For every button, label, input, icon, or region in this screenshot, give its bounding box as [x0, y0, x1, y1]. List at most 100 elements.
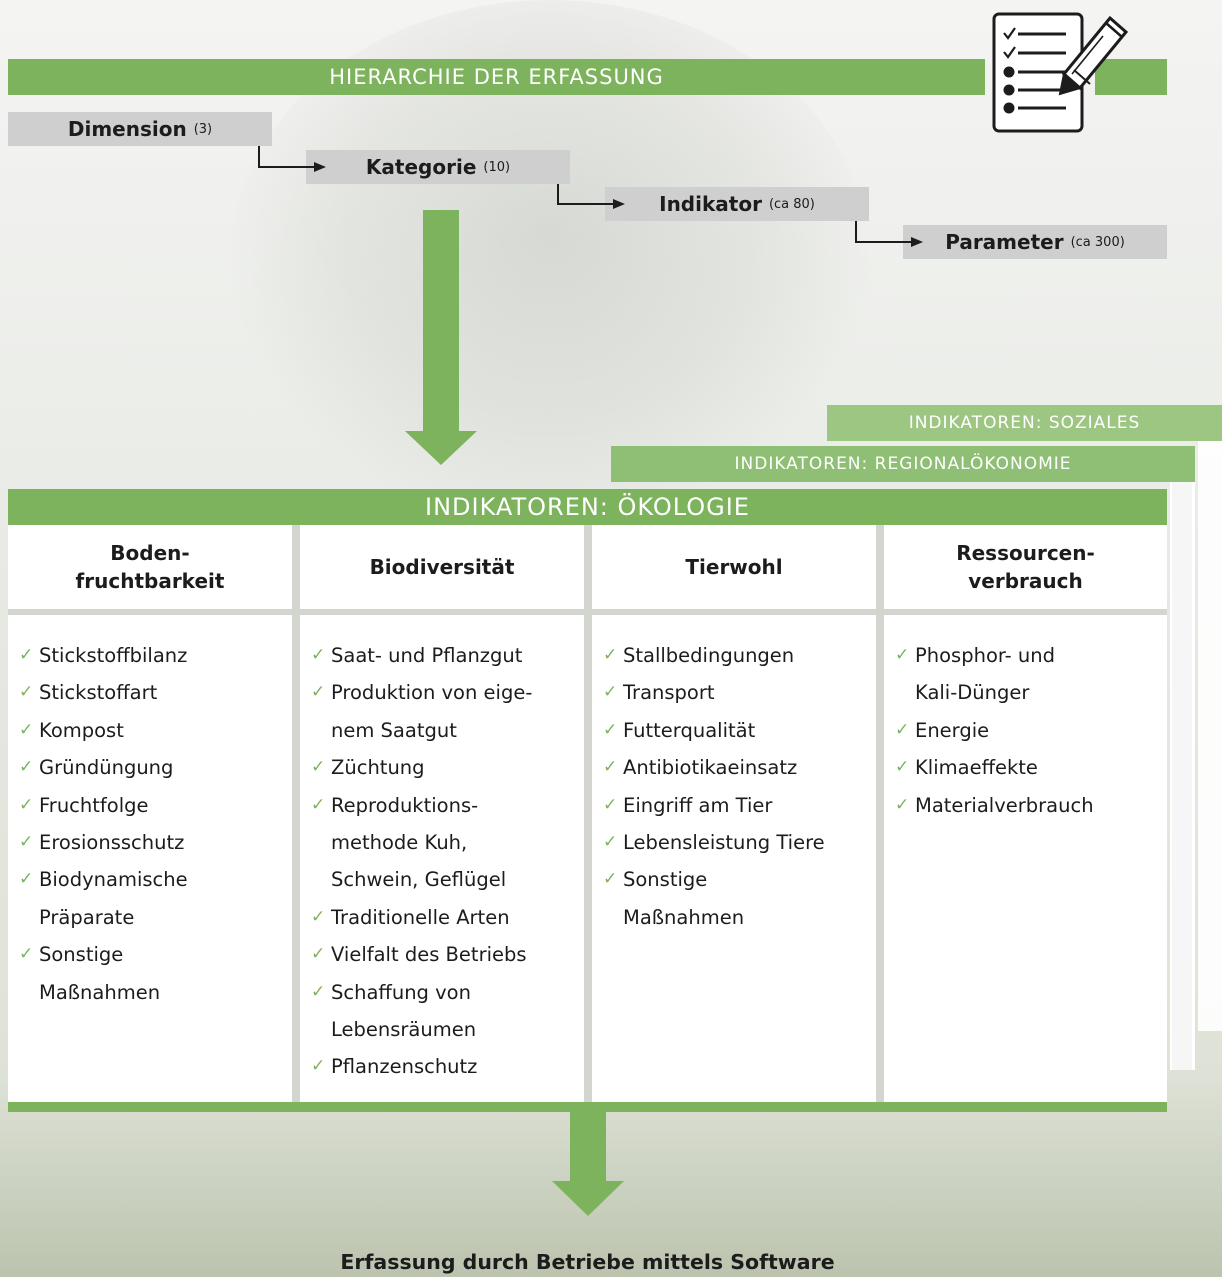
checkmark-icon: ✓ [311, 794, 326, 815]
checkmark-icon: ✓ [19, 719, 34, 740]
list-item: ✓Futterqualität [602, 712, 876, 749]
checkmark-icon: ✓ [19, 794, 34, 815]
checkmark-icon: ✓ [603, 645, 618, 665]
list-item-continuation: Präparate [39, 905, 135, 929]
column-body-tierwohl: ✓Stallbedingungen ✓Transport ✓Futterqual… [592, 615, 876, 1102]
hierarchy-level-label: Kategorie [365, 155, 477, 179]
arrowhead-indikator-icon [613, 199, 625, 209]
caption: Erfassung durch Betriebe mittels Softwar… [340, 1250, 835, 1274]
checkmark-icon: ✓ [19, 645, 34, 665]
list-item: ✓Reproduktions- [310, 787, 584, 824]
checkmark-icon: ✓ [311, 682, 326, 703]
list-item: ✓Kompost [18, 712, 292, 749]
checkmark-icon: ✓ [311, 1056, 326, 1077]
band-oekologie-label: INDIKATOREN: ÖKOLOGIE [425, 493, 750, 521]
checkmark-icon: ✓ [895, 645, 910, 665]
checkmark-icon: ✓ [603, 757, 618, 778]
list-item: ✓Antibiotikaeinsatz [602, 749, 876, 786]
column-body-biodiversitaet: ✓Saat- und Pflanzgut ✓Produktion von eig… [300, 615, 584, 1102]
list-item: ✓Eingriff am Tier [602, 787, 876, 824]
list-item: ✓Gründüngung [18, 749, 292, 786]
band-regional-label: INDIKATOREN: REGIONALÖKONOMIE [734, 454, 1072, 474]
list-item: ✓Erosionsschutz [18, 824, 292, 861]
hierarchy-level-count: (10) [483, 159, 511, 175]
list-item: ✓Produktion von eige- [310, 674, 584, 711]
hierarchy-title-band-end [1095, 59, 1167, 95]
checkmark-icon: ✓ [895, 794, 910, 815]
hierarchy-level-count: (ca 80) [768, 196, 815, 212]
band-oekologie: INDIKATOREN: ÖKOLOGIE [8, 489, 1167, 525]
checkmark-icon: ✓ [19, 832, 34, 853]
arrowhead-kategorie-icon [314, 162, 326, 172]
checkmark-icon: ✓ [603, 682, 618, 703]
list-item: ✓Biodynamische [18, 861, 292, 898]
list-item-continuation: Schwein, Geflügel [331, 868, 507, 892]
checkmark-icon: ✓ [603, 719, 618, 740]
list-item-continuation: methode Kuh, [331, 831, 468, 855]
hierarchy-level-parameter: Parameter (ca 300) [903, 225, 1167, 259]
column-heading-ressourcenverbrauch: Ressourcen- verbrauch [884, 525, 1167, 609]
connector-kategorie-indikator [557, 184, 617, 205]
list-item: ✓Stickstoffart [18, 674, 292, 711]
checkmark-icon: ✓ [895, 757, 910, 778]
heading-line: fruchtbarkeit [75, 569, 225, 593]
soziales-panel-edge [1198, 441, 1222, 1031]
down-arrow-top-icon [405, 210, 477, 465]
column-body-bodenfruchtbarkeit: ✓Stickstoffbilanz ✓Stickstoffart ✓Kompos… [8, 615, 292, 1102]
hierarchy-level-dimension: Dimension (3) [8, 112, 272, 146]
column-body-ressourcenverbrauch: ✓Phosphor- und Kali-Dünger ✓Energie ✓Kli… [884, 615, 1167, 1102]
column-heading-tierwohl: Tierwohl [592, 525, 876, 609]
list-item: ✓Sonstige [602, 861, 876, 898]
hierarchy-level-kategorie: Kategorie (10) [306, 150, 570, 184]
heading-line: Tierwohl [685, 555, 783, 579]
list-item: ✓Stickstoffbilanz [18, 637, 292, 674]
hierarchy-level-indikator: Indikator (ca 80) [605, 187, 869, 221]
arrowhead-parameter-icon [911, 237, 923, 247]
hierarchy-level-count: (3) [193, 121, 213, 137]
oekologie-panel: Boden- fruchtbarkeit ✓Stickstoffbilanz ✓… [8, 525, 1167, 1102]
background-grass [0, 1080, 1222, 1277]
connector-dimension-kategorie [258, 146, 318, 168]
checkmark-icon: ✓ [19, 757, 34, 778]
list-item: ✓Phosphor- und [894, 637, 1167, 674]
list-item: ✓Materialverbrauch [894, 787, 1167, 824]
checkmark-icon: ✓ [311, 981, 326, 1002]
heading-line: verbrauch [968, 569, 1083, 593]
list-item-continuation: Kali-Dünger [915, 681, 1030, 705]
list-item: ✓Schaffung von [310, 974, 584, 1011]
checkmark-icon: ✓ [311, 944, 326, 965]
checkmark-icon: ✓ [895, 719, 910, 740]
list-item: ✓Saat- und Pflanzgut [310, 637, 584, 674]
list-item: ✓Sonstige [18, 936, 292, 973]
checkmark-icon: ✓ [603, 869, 618, 890]
band-soziales-label: INDIKATOREN: SOZIALES [908, 413, 1141, 433]
hierarchy-level-label: Indikator [659, 192, 762, 216]
column-heading-bodenfruchtbarkeit: Boden- fruchtbarkeit [8, 525, 292, 609]
checkmark-icon: ✓ [19, 869, 34, 890]
list-item: ✓Züchtung [310, 749, 584, 786]
checkmark-icon: ✓ [19, 944, 34, 965]
list-item-continuation: Maßnahmen [623, 905, 745, 929]
list-item: ✓Pflanzenschutz [310, 1048, 584, 1085]
checkmark-icon: ✓ [603, 794, 618, 815]
checkmark-icon: ✓ [311, 757, 326, 778]
list-item-continuation: Lebensräumen [331, 1018, 477, 1042]
list-item: ✓Traditionelle Arten [310, 899, 584, 936]
regional-panel-edge [1170, 482, 1195, 1070]
list-item: ✓Energie [894, 712, 1167, 749]
heading-line: Biodiversität [369, 555, 515, 579]
list-item: ✓Klimaeffekte [894, 749, 1167, 786]
list-item-continuation: Maßnahmen [39, 980, 161, 1004]
checkmark-icon: ✓ [311, 906, 326, 927]
checkmark-icon: ✓ [19, 682, 34, 703]
list-item: ✓Fruchtfolge [18, 787, 292, 824]
band-regionaloekonomie: INDIKATOREN: REGIONALÖKONOMIE [611, 446, 1195, 482]
hierarchy-level-count: (ca 300) [1070, 234, 1125, 250]
checkmark-icon: ✓ [311, 645, 326, 665]
heading-line: Ressourcen- [956, 541, 1095, 565]
list-item: ✓Lebensleistung Tiere [602, 824, 876, 861]
hierarchy-level-label: Dimension [67, 117, 187, 141]
list-item-continuation: nem Saatgut [331, 718, 457, 742]
checklist-pencil-icon [992, 12, 1129, 133]
